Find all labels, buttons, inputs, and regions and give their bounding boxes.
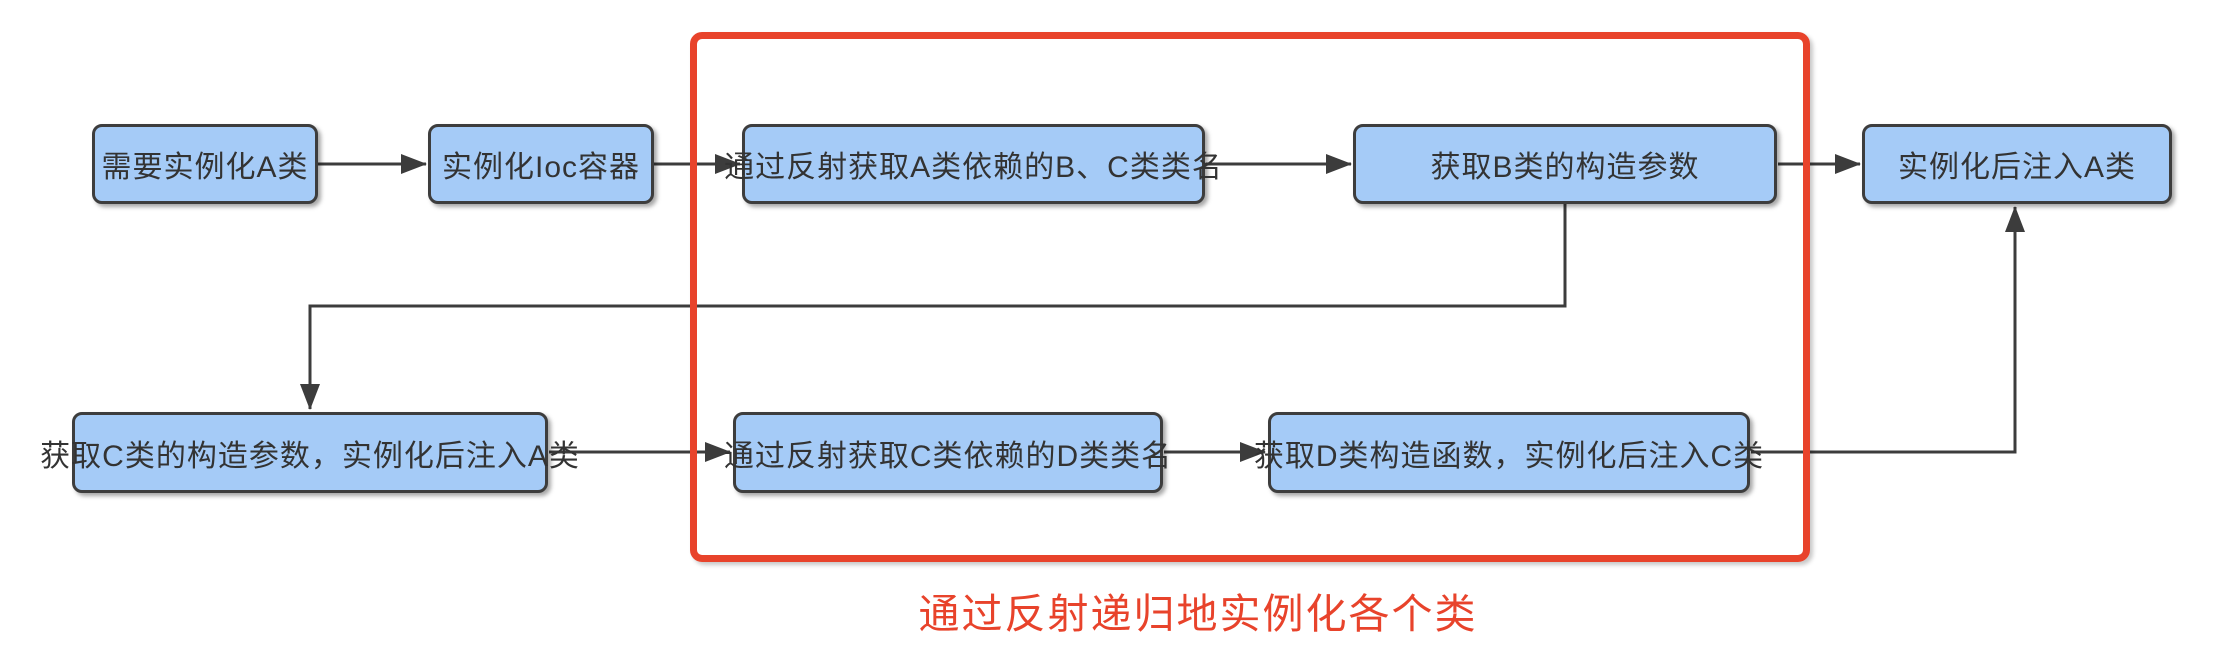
flow-node-need-instantiate-a: 需要实例化A类 — [92, 124, 318, 204]
flow-node-instantiate-ioc: 实例化Ioc容器 — [428, 124, 654, 204]
flow-node-reflect-get-bc-names: 通过反射获取A类依赖的B、C类类名 — [724, 124, 1222, 204]
flow-node-get-d-ctor-inject-c: 获取D类构造函数，实例化后注入C类 — [1254, 412, 1763, 493]
flow-node-get-c-ctor-inject-a: 获取C类的构造参数，实例化后注入A类 — [40, 412, 579, 493]
flow-node-inject-into-a: 实例化后注入A类 — [1862, 124, 2172, 204]
diagram-caption: 通过反射递归地实例化各个类 — [918, 591, 1478, 637]
flow-edge-e-d-up-to-inject-a — [1751, 206, 2025, 454]
flow-node-reflect-get-d-name: 通过反射获取C类依赖的D类类名 — [724, 412, 1171, 493]
recursion-highlight-box — [690, 32, 1810, 562]
flow-node-get-b-ctor-params: 获取B类的构造参数 — [1353, 124, 1777, 204]
flow-edge-e-b-down-to-c — [300, 204, 1567, 410]
